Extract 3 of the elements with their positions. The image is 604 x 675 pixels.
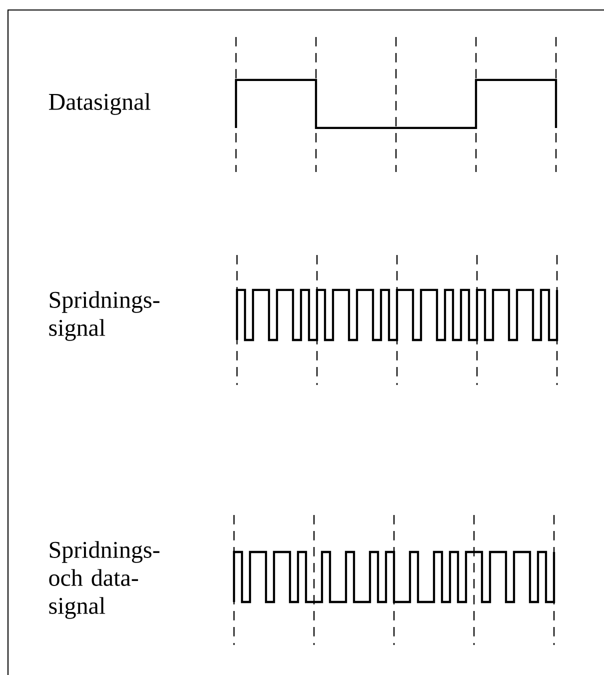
signal-label: Spridnings- signal	[49, 291, 160, 341]
signal-label: Datasignal	[48, 93, 150, 115]
signal-label: Spridnings- och data- signal	[49, 541, 160, 619]
